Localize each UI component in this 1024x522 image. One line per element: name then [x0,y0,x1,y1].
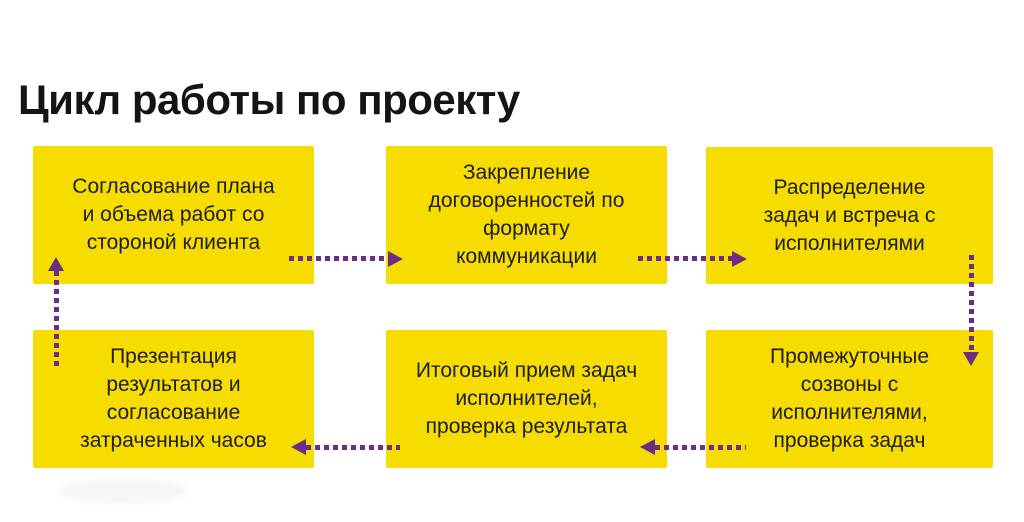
step-box-5: Итоговый прием задач исполнителей, прове… [386,330,667,468]
arrowhead-left-icon [291,439,306,455]
arrow-step1-step2-line [289,256,388,261]
step-box-4: Презентация результатов и согласование з… [33,330,314,468]
watermark [58,478,188,504]
step-box-2: Закрепление договоренностей по формату к… [386,146,667,284]
arrowhead-down-icon [963,352,979,366]
step-6-text: Промежуточные созвоны с исполнителями, п… [769,345,930,452]
step-box-6: Промежуточные созвоны с исполнителями, п… [706,330,993,468]
arrow-step4-step1-line [54,271,59,367]
page-title: Цикл работы по проекту [18,76,520,124]
arrow-step3-step6-line [969,255,974,352]
step-1-text: Согласование плана и объема работ со сто… [72,175,275,254]
arrowhead-right-icon [388,251,403,267]
step-4-text: Презентация результатов и согласование з… [80,345,267,452]
arrowhead-left-icon [640,439,655,455]
arrow-step5-step4-line [306,445,400,450]
step-box-1: Согласование плана и объема работ со сто… [33,146,314,284]
step-3-text: Распределение задач и встреча с исполнит… [763,175,936,255]
step-2-text: Закрепление договоренностей по формату к… [428,161,625,268]
step-5-text: Итоговый прием задач исполнителей, прове… [415,359,638,438]
arrow-step2-step3-line [638,256,732,261]
arrowhead-right-icon [732,251,747,267]
arrowhead-up-icon [48,257,64,271]
step-box-3: Распределение задач и встреча с исполнит… [706,147,993,284]
arrow-step6-step5-line [655,445,746,450]
